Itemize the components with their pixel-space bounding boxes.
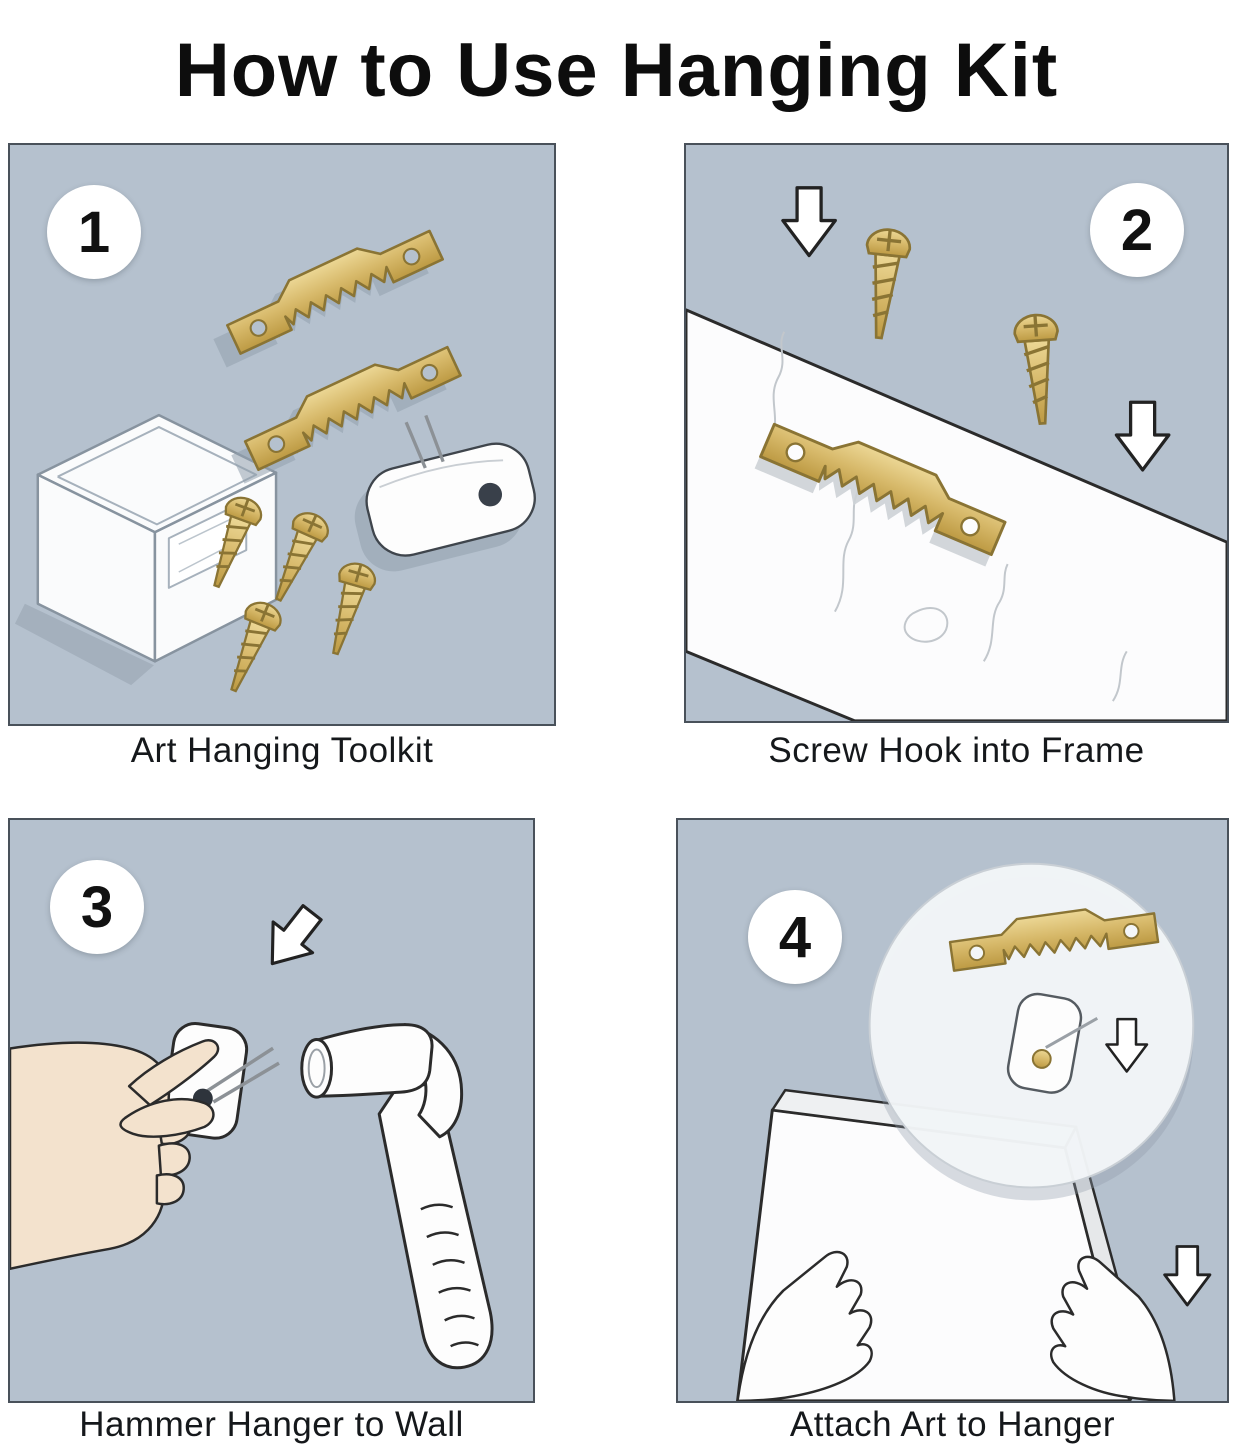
hand-icon	[736, 1250, 873, 1401]
screw-icon	[274, 512, 329, 603]
sawtooth-hanger-icon	[226, 229, 444, 355]
case-shadow	[14, 603, 154, 686]
hand-icon	[1049, 1255, 1176, 1401]
step-1-caption: Art Hanging Toolkit	[130, 731, 434, 770]
arrow-down-icon	[781, 186, 837, 258]
arrow-down-icon	[1163, 1245, 1212, 1307]
step-2-caption: Screw Hook into Frame	[768, 731, 1145, 770]
page-title: How to Use Hanging Kit	[174, 27, 1059, 113]
step-number: 2	[1120, 197, 1154, 263]
hammer-icon	[300, 1023, 494, 1370]
wall-hook-icon	[365, 414, 536, 557]
screw-icon	[332, 562, 377, 656]
hand-icon	[10, 1039, 220, 1271]
arrow-down-icon	[1105, 1017, 1149, 1073]
step-number-badge: 1	[47, 185, 141, 279]
step-2-panel: 2	[684, 143, 1229, 723]
sawtooth-hanger-icon	[243, 345, 462, 472]
step-4-panel: 4	[676, 818, 1229, 1403]
step-3-caption: Hammer Hanger to Wall	[79, 1405, 464, 1444]
step-1-illustration	[10, 145, 554, 724]
screw-icon	[230, 601, 282, 693]
sawtooth-hanger-icon	[948, 908, 1160, 972]
step-number-badge: 2	[1090, 183, 1184, 277]
step-number-badge: 3	[50, 860, 144, 954]
step-2-illustration	[686, 145, 1227, 721]
step-number-badge: 4	[748, 890, 842, 984]
screw-icon	[865, 228, 912, 340]
step-4-caption: Attach Art to Hanger	[789, 1405, 1116, 1444]
step-number: 3	[80, 874, 114, 940]
step-1-panel: 1	[8, 143, 556, 726]
wall-hook-icon	[1006, 992, 1099, 1094]
step-3-panel: 3	[8, 818, 535, 1403]
screw-icon	[213, 496, 263, 589]
arrow-down-icon	[1114, 400, 1171, 472]
sawtooth-hanger-icon	[759, 422, 1007, 557]
step-number: 4	[778, 904, 812, 970]
arrow-down-icon	[270, 904, 323, 966]
step-number: 1	[77, 199, 111, 265]
screw-icon	[1013, 313, 1059, 426]
